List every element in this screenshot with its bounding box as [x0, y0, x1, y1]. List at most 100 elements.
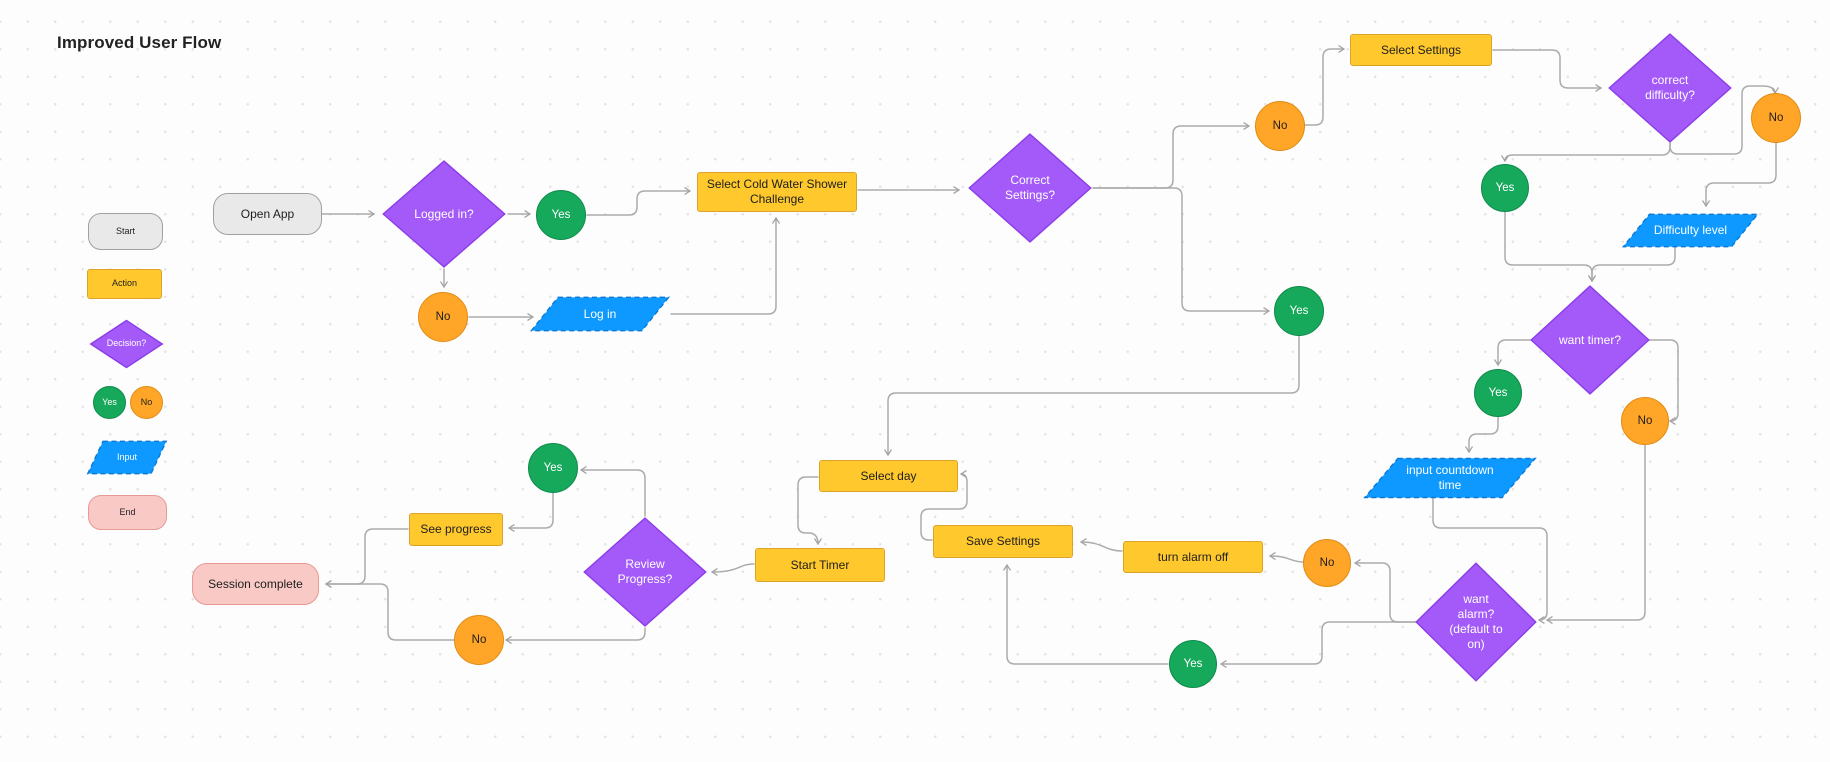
connector-wanttimer-no[interactable]: [1648, 339, 1679, 425]
circle-yes-correct-difficulty[interactable]: Yes: [1481, 164, 1529, 212]
connector-starttimer-reviewprogress[interactable]: [711, 563, 755, 576]
connector-correctdifficulty-yes[interactable]: [1501, 142, 1671, 162]
connector-turnalarmoff-savesettings[interactable]: [1080, 538, 1123, 552]
connector-no-turnalarmoff[interactable]: [1269, 552, 1304, 563]
no-label: No: [1637, 414, 1653, 427]
legend-yes-shape[interactable]: Yes: [93, 386, 126, 419]
connector-seeprogress-sessioncomplete[interactable]: [325, 528, 409, 588]
legend-action-shape[interactable]: Action: [87, 269, 162, 299]
legend-start-shape[interactable]: Start: [88, 213, 163, 250]
no-label: No: [1272, 119, 1288, 132]
circle-yes-want-timer[interactable]: Yes: [1474, 369, 1522, 417]
legend-decision-shape[interactable]: Decision?: [90, 320, 163, 368]
parallelogram-shape: [1363, 458, 1537, 498]
circle-no-want-alarm[interactable]: No: [1303, 539, 1351, 587]
legend-start-label: Start: [115, 225, 135, 236]
circle-no-correct-settings[interactable]: No: [1255, 101, 1305, 151]
connector-yes-inputcountdown[interactable]: [1465, 416, 1499, 453]
node-select-day[interactable]: Select day: [819, 460, 958, 492]
diamond-shape: [382, 160, 506, 268]
parallelogram-shape: [530, 297, 670, 331]
legend-end-label: End: [119, 506, 136, 517]
connector-no-wantalarm[interactable]: [1546, 444, 1646, 624]
connector-no-selectsettings[interactable]: [1304, 45, 1345, 126]
node-select-challenge[interactable]: Select Cold Water Shower Challenge: [697, 172, 857, 212]
connector-reviewprogress-yes[interactable]: [580, 466, 646, 517]
yes-label: Yes: [1488, 386, 1508, 399]
decision-correct-settings[interactable]: Correct Settings?: [968, 133, 1092, 243]
no-label: No: [1768, 111, 1784, 124]
circle-no-logged-in[interactable]: No: [418, 292, 468, 342]
session-complete-label: Session complete: [208, 576, 303, 591]
parallelogram-shape: [1622, 214, 1759, 247]
connector-selectsettings-correctdifficulty[interactable]: [1492, 49, 1602, 92]
circle-yes-want-alarm[interactable]: Yes: [1169, 640, 1217, 688]
legend-end-shape[interactable]: End: [88, 495, 167, 530]
see-progress-label: See progress: [420, 522, 492, 536]
diamond-shape: [968, 133, 1092, 243]
connector-yes-savesettings[interactable]: [1003, 564, 1169, 665]
connector-inputcountdown-wantalarm[interactable]: [1432, 497, 1548, 624]
node-start-timer[interactable]: Start Timer: [755, 548, 885, 582]
connector-wanttimer-yes[interactable]: [1494, 339, 1532, 366]
diamond-shape: [1530, 285, 1650, 395]
save-settings-label: Save Settings: [965, 534, 1041, 548]
select-settings-label: Select Settings: [1380, 42, 1462, 57]
circle-yes-review-progress[interactable]: Yes: [528, 443, 578, 493]
connector-no-sessioncomplete[interactable]: [325, 580, 455, 641]
node-select-settings[interactable]: Select Settings: [1350, 34, 1492, 66]
decision-logged-in[interactable]: Logged in?: [382, 160, 506, 268]
connector-wantalarm-no[interactable]: [1354, 559, 1417, 623]
connector-reviewprogress-no[interactable]: [505, 627, 646, 644]
decision-want-timer[interactable]: want timer?: [1530, 285, 1650, 395]
connector-yes-seeprogress[interactable]: [508, 492, 554, 532]
node-difficulty-level[interactable]: Difficulty level: [1622, 214, 1759, 247]
node-see-progress[interactable]: See progress: [409, 513, 503, 546]
decision-review-progress[interactable]: Review Progress?: [583, 517, 707, 627]
legend-action-label: Action: [111, 278, 137, 289]
circle-yes-correct-settings[interactable]: Yes: [1274, 286, 1324, 336]
legend-no-shape[interactable]: No: [130, 386, 163, 419]
no-label: No: [471, 633, 487, 646]
page-title[interactable]: Improved User Flow: [57, 33, 222, 52]
node-log-in[interactable]: Log in: [530, 297, 670, 331]
node-session-complete[interactable]: Session complete: [192, 563, 319, 605]
legend-yes-label: Yes: [102, 396, 117, 407]
legend-input-shape[interactable]: Input: [87, 441, 167, 474]
node-input-countdown[interactable]: input countdown time: [1363, 458, 1537, 498]
node-turn-alarm-off[interactable]: turn alarm off: [1123, 541, 1263, 573]
circle-no-want-timer[interactable]: No: [1621, 397, 1669, 445]
connector-wantalarm-yes[interactable]: [1220, 621, 1417, 668]
yes-label: Yes: [1183, 657, 1203, 670]
diamond-shape: [90, 320, 163, 368]
connector-savesettings-selectday[interactable]: [920, 470, 968, 541]
node-save-settings[interactable]: Save Settings: [933, 525, 1073, 558]
decision-want-alarm[interactable]: want alarm? (default to on): [1415, 562, 1537, 682]
legend-no-label: No: [140, 396, 153, 407]
yes-label: Yes: [1289, 304, 1309, 317]
node-open-app[interactable]: Open App: [213, 193, 322, 235]
select-challenge-label: Select Cold Water Shower Challenge: [706, 177, 848, 206]
circle-no-review-progress[interactable]: No: [454, 615, 504, 665]
connector-yes-wanttimer[interactable]: [1504, 211, 1596, 282]
diamond-shape: [583, 517, 707, 627]
connector-correctsettings-no[interactable]: [1092, 122, 1250, 189]
yes-label: Yes: [551, 208, 571, 221]
decision-correct-difficulty[interactable]: correct difficulty?: [1608, 33, 1732, 143]
connector-selectday-starttimer[interactable]: [797, 476, 822, 545]
parallelogram-shape: [87, 441, 167, 474]
connector-yes-selectday[interactable]: [884, 335, 1300, 456]
circle-no-correct-difficulty[interactable]: No: [1751, 93, 1801, 143]
connector-yes-selectchallenge[interactable]: [586, 187, 691, 216]
connector-correctdifficulty-no[interactable]: [1669, 85, 1779, 155]
connector-correctsettings-yes[interactable]: [1092, 187, 1270, 315]
turn-alarm-off-label: turn alarm off: [1157, 549, 1229, 564]
connector-login-selectchallenge[interactable]: [670, 217, 780, 315]
connector-difficultylevel-wanttimer[interactable]: [1588, 246, 1676, 282]
connector-no-difficultylevel[interactable]: [1702, 142, 1777, 207]
no-label: No: [435, 310, 451, 323]
circle-yes-logged-in[interactable]: Yes: [536, 190, 586, 240]
yes-label: Yes: [543, 461, 563, 474]
